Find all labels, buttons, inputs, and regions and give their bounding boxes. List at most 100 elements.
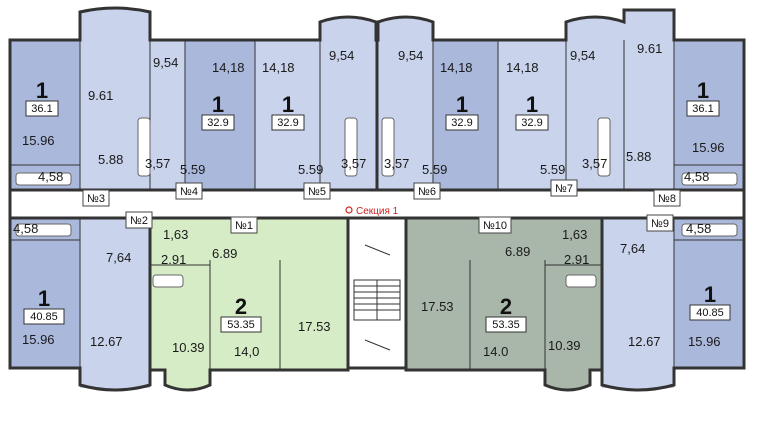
room-count: 2	[500, 294, 512, 319]
room-area: 4,58	[686, 221, 711, 236]
room-area: 17.53	[298, 319, 331, 334]
room-area: 2.91	[161, 252, 186, 267]
room-area: 2.91	[564, 252, 589, 267]
total-area-box	[23, 308, 65, 325]
room-area: 14,18	[440, 60, 473, 75]
bathtub-icon	[565, 274, 597, 288]
total-area: 53.35	[227, 319, 255, 331]
room-count: 1	[282, 92, 294, 117]
room-area: 4,58	[13, 221, 38, 236]
apartment-label[interactable]: 132.9	[445, 92, 479, 131]
room-area: 10.39	[172, 340, 205, 355]
apt-bottom-left-room[interactable]	[10, 218, 80, 368]
section-label[interactable]: Секция 1	[345, 206, 399, 217]
room-count: 1	[526, 92, 538, 117]
bathtub-icon	[152, 274, 184, 288]
apartment-label[interactable]: 253.35	[485, 294, 527, 333]
svg-text:№10: №10	[483, 220, 507, 232]
room-area: 1,63	[163, 227, 188, 242]
room-area: 6.89	[212, 246, 237, 261]
door-tag: №2	[125, 211, 153, 229]
room-count: 1	[36, 78, 48, 103]
room-area: 14,18	[506, 60, 539, 75]
door-tag: №7	[550, 179, 578, 197]
svg-text:№9: №9	[651, 218, 669, 230]
door-tag: №1	[230, 216, 258, 234]
bathtub-icon	[381, 117, 395, 177]
apartment-label[interactable]: 140.85	[689, 282, 731, 321]
room-area: 7,64	[620, 241, 645, 256]
svg-text:№8: №8	[658, 193, 676, 205]
room-area: 15.96	[688, 334, 721, 349]
bathtub-icon	[15, 172, 72, 186]
door-tag: №3	[82, 189, 110, 207]
room-areas: 9.61 15.96 5.88 4,58 9,54 14,18 3,57 5.5…	[13, 41, 725, 359]
room-area: 9.61	[88, 88, 113, 103]
magnifier-icon	[345, 206, 353, 214]
room-area: 9,54	[153, 55, 178, 70]
room-area: 12.67	[90, 334, 123, 349]
door-tag: №9	[646, 214, 674, 232]
room-area: 7,64	[106, 250, 131, 265]
total-area-box	[515, 114, 549, 131]
total-area-box	[201, 114, 235, 131]
room-area: 3,57	[384, 156, 409, 171]
apartment-label[interactable]: 136.1	[686, 78, 720, 117]
total-area: 40.85	[30, 311, 58, 323]
bathtub-icon	[15, 223, 72, 237]
room-area: 14,18	[212, 60, 245, 75]
room-area: 9,54	[329, 48, 354, 63]
room-area: 14,18	[262, 60, 295, 75]
svg-text:№4: №4	[180, 186, 198, 198]
room-area: 15.96	[22, 332, 55, 347]
total-area-box	[445, 114, 479, 131]
apartment-label[interactable]: 140.85	[23, 286, 65, 325]
stairs-icon	[353, 244, 401, 351]
apartment-label[interactable]: 132.9	[271, 92, 305, 131]
svg-text:Секция 1: Секция 1	[356, 206, 399, 217]
apt-bottom-right-room[interactable]	[674, 218, 744, 368]
apartment-label[interactable]: 253.35	[220, 294, 262, 333]
total-area-box	[220, 316, 262, 333]
svg-text:№5: №5	[308, 186, 326, 198]
room-area: 15.96	[692, 140, 725, 155]
room-area: 5.59	[540, 162, 565, 177]
svg-text:№1: №1	[235, 220, 253, 232]
room-area: 5.59	[180, 162, 205, 177]
svg-text:№3: №3	[87, 193, 105, 205]
apartment-label[interactable]: 132.9	[515, 92, 549, 131]
door-tag: №10	[478, 216, 512, 234]
room-count: 1	[212, 92, 224, 117]
room-area: 1,63	[562, 227, 587, 242]
apartment-label[interactable]: 136.1	[25, 78, 59, 117]
total-area: 53.35	[492, 319, 520, 331]
room-area: 5.88	[626, 149, 651, 164]
total-area: 32.9	[521, 117, 542, 129]
room-area: 5.59	[422, 162, 447, 177]
total-area: 36.1	[31, 103, 52, 115]
apartment-label[interactable]: 132.9	[201, 92, 235, 131]
room-area: 6.89	[505, 244, 530, 259]
bathtub-icon	[137, 117, 151, 177]
room-count: 1	[456, 92, 468, 117]
bathtub-icon	[681, 223, 738, 237]
total-area: 32.9	[207, 117, 228, 129]
total-area-box	[686, 100, 720, 117]
total-area: 40.85	[696, 307, 724, 319]
total-area-box	[271, 114, 305, 131]
room-area: 3,57	[582, 156, 607, 171]
room-area: 14.0	[483, 344, 508, 359]
svg-text:№2: №2	[130, 215, 148, 227]
room-area: 14,0	[234, 344, 259, 359]
room-area: 5.59	[298, 162, 323, 177]
room-area: 12.67	[628, 334, 661, 349]
total-area-box	[25, 100, 59, 117]
total-area: 36.1	[692, 103, 713, 115]
room-area: 4,58	[38, 169, 63, 184]
total-area-box	[485, 316, 527, 333]
room-area: 9.61	[637, 41, 662, 56]
room-area: 4,58	[684, 169, 709, 184]
room-area: 3,57	[145, 156, 170, 171]
